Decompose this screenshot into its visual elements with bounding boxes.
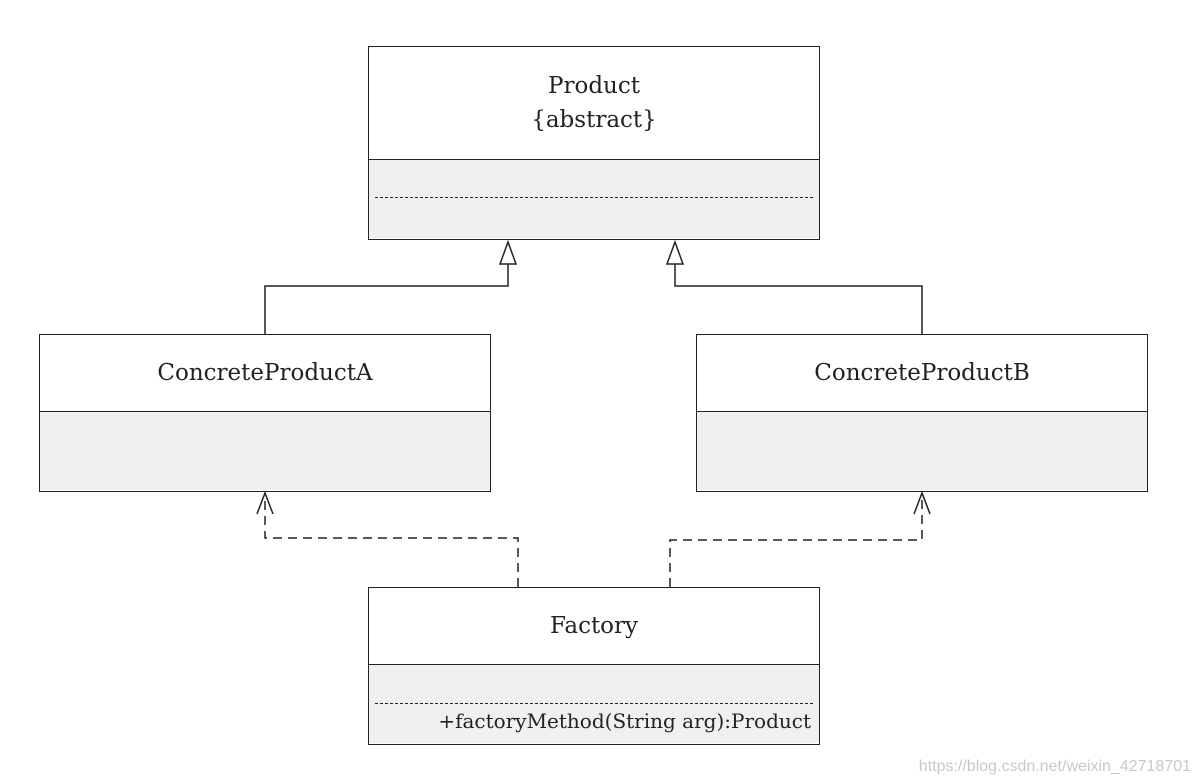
concrete-product-b-name: ConcreteProductB	[814, 360, 1030, 386]
product-class-name: Product	[548, 73, 640, 99]
inheritance-b-to-product	[665, 239, 923, 334]
concrete-product-a-body	[40, 412, 490, 490]
factory-class-header: Factory	[369, 588, 819, 665]
inheritance-a-to-product	[264, 239, 518, 334]
dependency-factory-to-b	[669, 490, 931, 587]
concrete-product-b-body	[697, 412, 1147, 490]
watermark-text: https://blog.csdn.net/weixin_42718701	[918, 758, 1191, 775]
product-class: Product {abstract}	[368, 46, 820, 240]
factory-class-body: +factoryMethod(String arg):Product	[369, 665, 819, 743]
concrete-product-b-class: ConcreteProductB	[696, 334, 1148, 492]
product-class-stereotype: {abstract}	[531, 107, 657, 133]
concrete-product-a-class: ConcreteProductA	[39, 334, 491, 492]
product-class-header: Product {abstract}	[369, 47, 819, 160]
product-class-body	[369, 160, 819, 238]
concrete-product-a-name: ConcreteProductA	[157, 360, 373, 386]
factory-class-separator	[375, 703, 813, 704]
product-class-separator	[375, 197, 813, 198]
factory-class: Factory +factoryMethod(String arg):Produ…	[368, 587, 820, 745]
dependency-factory-to-a	[256, 490, 519, 587]
concrete-product-a-header: ConcreteProductA	[40, 335, 490, 412]
factory-class-name: Factory	[549, 613, 639, 639]
factory-method: +factoryMethod(String arg):Product	[438, 709, 811, 733]
concrete-product-b-header: ConcreteProductB	[697, 335, 1147, 412]
